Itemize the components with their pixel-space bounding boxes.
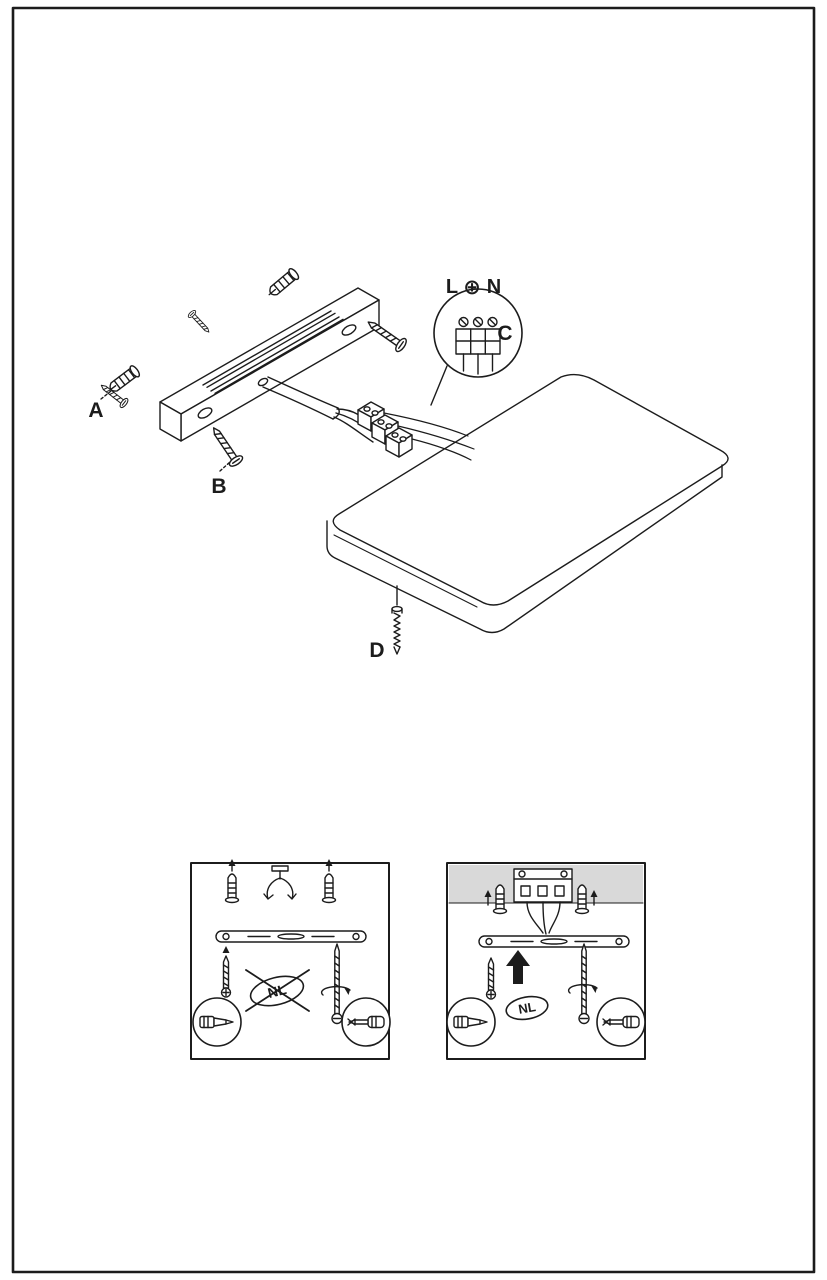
wall-plug-icon xyxy=(574,884,590,915)
lamp-body xyxy=(326,373,729,634)
leader-a xyxy=(100,390,112,400)
spring-toggle-icon xyxy=(263,865,297,900)
nl-badge-crossed: NL xyxy=(245,969,310,1012)
junction-box-icon xyxy=(513,868,573,935)
wall-plug-top-icon xyxy=(264,266,301,301)
power-cable xyxy=(262,376,374,443)
cross-out-line xyxy=(245,969,310,1012)
short-screw-icon xyxy=(485,957,497,1000)
wall-plug-icon xyxy=(321,873,337,904)
long-screw-icon xyxy=(331,943,343,1025)
nl-right-label: NL xyxy=(517,999,537,1017)
inset-left: NL xyxy=(190,859,391,1060)
label-c: C xyxy=(497,322,512,345)
lamp-wires xyxy=(383,412,475,461)
long-screw-icon xyxy=(578,943,590,1025)
inset-left-frame xyxy=(190,862,390,1060)
bar-screw-hole-right xyxy=(341,324,357,336)
wall-plug-icon xyxy=(492,884,508,915)
screw-part-b-icon xyxy=(206,422,245,469)
mounting-bracket-icon xyxy=(215,930,367,943)
leader-b xyxy=(219,461,231,472)
earth-symbol-icon: ⊕ xyxy=(463,276,481,299)
label-d: D xyxy=(369,639,384,662)
terminal-callout xyxy=(430,288,523,406)
wall-plug-icon xyxy=(224,873,240,904)
label-neutral: N xyxy=(487,276,501,298)
label-a: A xyxy=(88,399,103,422)
short-screw-icon xyxy=(220,955,232,998)
nl-badge: NL xyxy=(505,995,549,1021)
bar-screw-hole-left xyxy=(197,407,213,419)
mounting-bar xyxy=(159,287,380,442)
mounting-bracket-icon xyxy=(478,935,630,948)
up-arrow-icon xyxy=(506,950,530,984)
page-border xyxy=(11,6,816,1274)
label-b: B xyxy=(211,475,226,498)
slot-screw-icon xyxy=(186,308,213,336)
inset-right: NL xyxy=(446,862,646,1060)
label-live: L xyxy=(446,276,458,298)
screw-part-d-icon xyxy=(391,605,403,655)
bar-cable-hole xyxy=(257,377,269,387)
inset-right-frame xyxy=(446,862,646,1060)
terminal-blocks xyxy=(357,401,413,458)
